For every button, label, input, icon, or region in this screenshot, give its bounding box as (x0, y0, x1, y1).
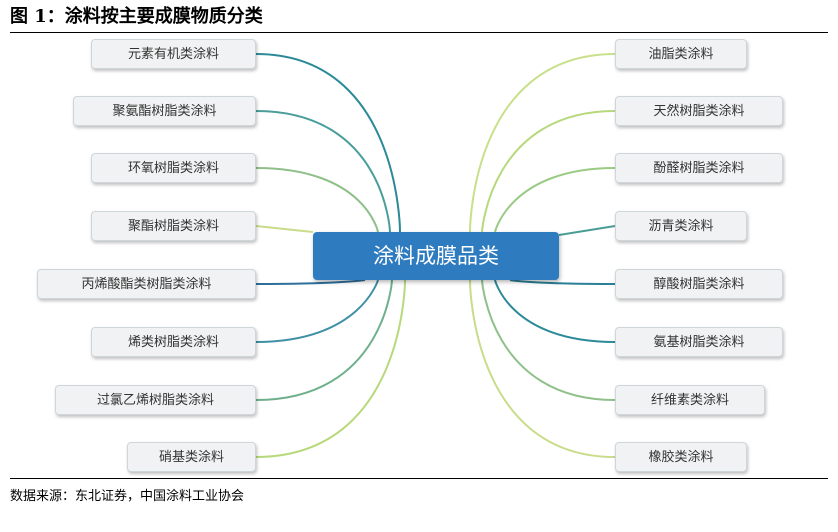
connector-right-3 (494, 167, 616, 233)
connector-left-3 (255, 167, 379, 233)
node-left-6: 烯类树脂类涂料 (91, 327, 256, 357)
node-right-6: 氨基树脂类涂料 (615, 327, 783, 357)
connector-right-5 (509, 279, 616, 285)
node-left-5: 丙烯酸酯类树脂类涂料 (37, 269, 256, 299)
node-left-7: 过氯乙烯树脂类涂料 (55, 385, 256, 415)
source-rule (10, 478, 828, 479)
node-right-8: 橡胶类涂料 (615, 442, 747, 472)
node-left-3: 环氧树脂类涂料 (91, 153, 256, 183)
node-right-2: 天然树脂类涂料 (615, 96, 783, 126)
connector-right-1 (469, 53, 616, 233)
node-left-1: 元素有机类涂料 (91, 39, 256, 69)
node-right-3: 酚醛树脂类涂料 (615, 153, 783, 183)
node-left-2: 聚氨酯树脂类涂料 (73, 96, 256, 126)
title-rule (10, 32, 828, 33)
node-left-4: 聚酯树脂类涂料 (91, 211, 256, 241)
node-right-5: 醇酸树脂类涂料 (615, 269, 783, 299)
connector-left-6 (255, 279, 379, 343)
connector-right-6 (494, 279, 616, 343)
connector-left-7 (255, 279, 393, 401)
connector-left-5 (255, 279, 366, 285)
connector-right-2 (481, 110, 616, 233)
center-node: 涂料成膜品类 (313, 232, 559, 280)
node-left-8: 硝基类涂料 (127, 442, 256, 472)
node-right-4: 沥青类涂料 (615, 211, 747, 241)
figure-title: 图 1：涂料按主要成膜物质分类 (10, 6, 263, 27)
node-right-7: 纤维素类涂料 (615, 385, 765, 415)
connector-left-2 (255, 110, 391, 233)
connector-right-7 (481, 279, 616, 401)
connector-left-1 (255, 53, 401, 233)
connector-left-8 (255, 279, 406, 458)
connector-right-8 (469, 279, 616, 458)
figure-source: 数据来源：东北证券，中国涂料工业协会 (10, 489, 245, 504)
node-right-1: 油脂类涂料 (615, 39, 747, 69)
connector-right-4 (558, 225, 616, 236)
connector-left-4 (255, 225, 314, 233)
